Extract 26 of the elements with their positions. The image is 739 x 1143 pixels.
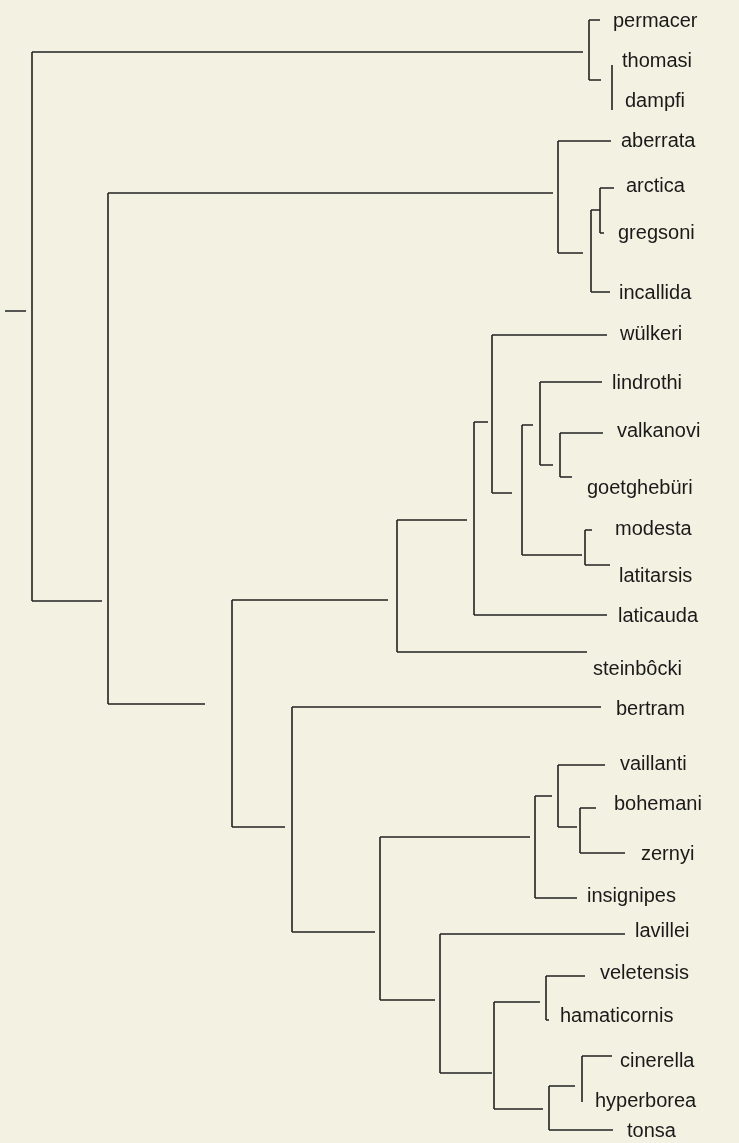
taxon-label: hamaticornis xyxy=(560,1003,674,1027)
taxon-label: bohemani xyxy=(614,791,702,815)
taxon-label: aberrata xyxy=(621,128,696,152)
taxon-label: permacer xyxy=(613,8,698,32)
taxon-label: insignipes xyxy=(587,883,676,907)
taxon-label: modesta xyxy=(615,516,692,540)
taxon-label: veletensis xyxy=(600,960,689,984)
taxon-label: steinbôcki xyxy=(593,656,682,680)
taxon-label: tonsa xyxy=(627,1118,676,1142)
taxon-label: zernyi xyxy=(641,841,695,865)
taxon-label: goetghebüri xyxy=(587,475,693,499)
taxon-label: arctica xyxy=(626,173,685,197)
taxon-label: latitarsis xyxy=(619,563,693,587)
taxon-label: gregsoni xyxy=(618,220,695,244)
taxon-label: lavillei xyxy=(635,918,690,942)
taxon-label: bertram xyxy=(616,696,685,720)
taxon-label: thomasi xyxy=(622,48,693,72)
taxon-label: lindrothi xyxy=(612,370,683,394)
taxon-label: wülkeri xyxy=(620,321,683,345)
taxon-label: valkanovi xyxy=(617,418,701,442)
taxon-label: cinerella xyxy=(620,1048,695,1072)
taxon-label: incallida xyxy=(619,280,692,304)
taxon-label: vaillanti xyxy=(620,751,687,775)
taxon-label: hyperborea xyxy=(595,1088,697,1112)
taxon-label: laticauda xyxy=(618,603,699,627)
taxon-label: dampfi xyxy=(625,88,686,112)
